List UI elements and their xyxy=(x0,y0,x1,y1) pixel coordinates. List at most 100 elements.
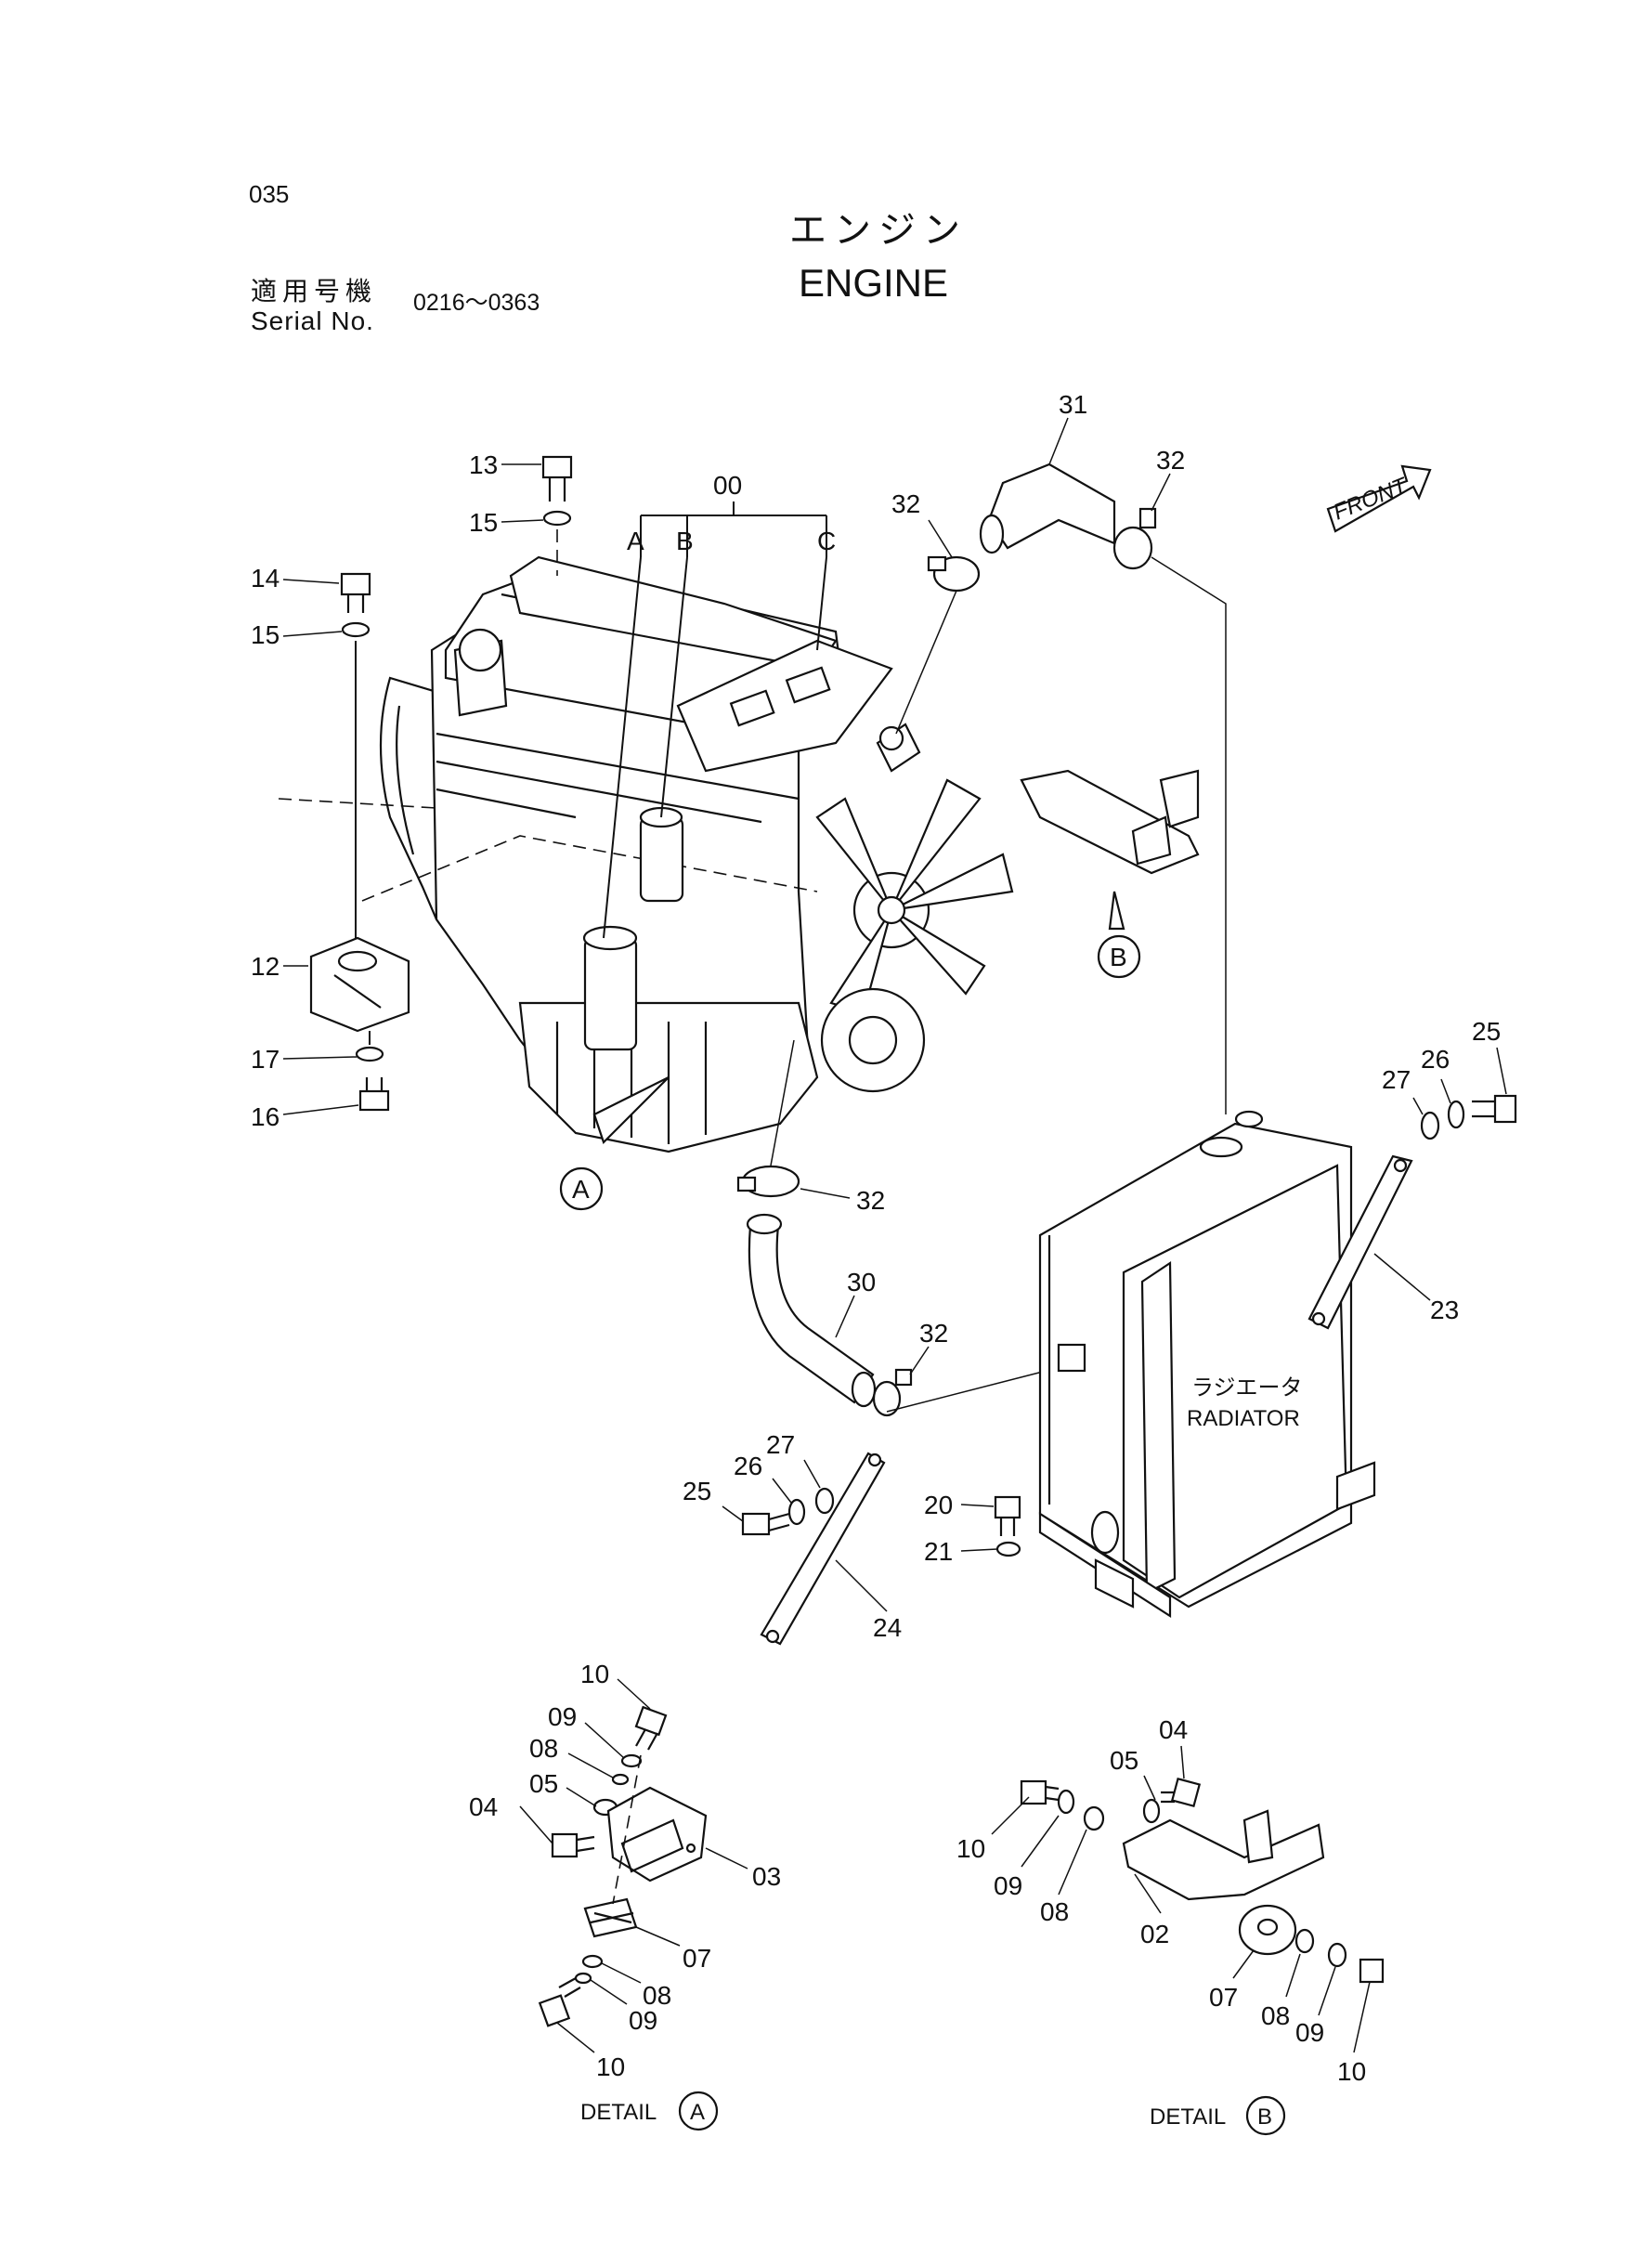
sub-label-b: B xyxy=(676,527,694,555)
callout-21: 21 xyxy=(924,1537,953,1566)
washer-icon xyxy=(995,1541,1021,1557)
front-label: FRONT xyxy=(1330,473,1412,526)
callout-12: 12 xyxy=(251,952,280,981)
sub-label-a: A xyxy=(627,527,644,555)
a-callout-08-top: 08 xyxy=(529,1734,558,1763)
bolt-icon xyxy=(541,455,573,502)
callout-16: 16 xyxy=(251,1102,280,1131)
callout-14: 14 xyxy=(251,564,280,593)
bolt-icon xyxy=(340,572,371,613)
cooling-fan-icon xyxy=(815,778,1014,1014)
radiator-label-japanese: ラジエータ xyxy=(1191,1375,1303,1401)
callout-27-right: 27 xyxy=(1382,1065,1411,1094)
engine-block xyxy=(278,555,1014,1153)
callout-15-left: 15 xyxy=(251,620,280,649)
oil-filter-icon xyxy=(639,806,684,903)
stay-bar-icon xyxy=(760,1452,886,1646)
radiator-icon xyxy=(1038,1110,1376,1619)
b-callout-08-left: 08 xyxy=(1040,1897,1069,1926)
lower-hose-icon xyxy=(746,1213,877,1408)
callout-32-mid: 32 xyxy=(919,1319,948,1348)
detail-b-assembly xyxy=(1020,1777,1385,1984)
callout-17: 17 xyxy=(251,1045,280,1074)
bolt-icon xyxy=(358,1077,390,1112)
engine-support-icon xyxy=(1020,769,1200,875)
a-callout-05: 05 xyxy=(529,1769,558,1798)
detail-a-marker-label: A xyxy=(572,1175,590,1204)
hose-clamp-icon xyxy=(927,555,981,593)
a-callout-10-top: 10 xyxy=(580,1660,609,1688)
detail-b-caption-letter: B xyxy=(1257,2104,1272,2130)
front-arrow-icon: FRONT xyxy=(1326,464,1432,533)
serial-label: Serial No. xyxy=(251,306,374,335)
washer-icon xyxy=(542,510,572,527)
b-callout-10-left: 10 xyxy=(956,1834,985,1863)
callout-25-left: 25 xyxy=(683,1477,711,1505)
washer-icon xyxy=(341,621,371,638)
upper-hose-icon xyxy=(979,463,1116,554)
callout-00: 00 xyxy=(713,471,742,500)
crank-pulley-icon xyxy=(820,987,926,1093)
b-callout-07: 07 xyxy=(1209,1983,1238,2012)
engine-assy-bracket xyxy=(603,502,827,939)
washer-icon xyxy=(787,1498,806,1526)
washer-icon xyxy=(1420,1111,1440,1140)
washer-icon xyxy=(814,1487,835,1515)
callout-24: 24 xyxy=(873,1613,902,1642)
callout-32-lower: 32 xyxy=(856,1186,885,1215)
callout-26-right: 26 xyxy=(1421,1045,1450,1074)
callout-32-hose: 32 xyxy=(891,489,920,518)
detail-a-caption: DETAIL xyxy=(580,2100,657,2125)
washer-icon xyxy=(1447,1100,1465,1129)
hose-clamp-icon xyxy=(872,1368,913,1417)
callout-30: 30 xyxy=(847,1268,876,1296)
callout-15-top: 15 xyxy=(469,508,498,537)
detail-b-marker-label: B xyxy=(1110,943,1127,971)
title-japanese: エンジン xyxy=(789,210,968,251)
a-callout-08-bot: 08 xyxy=(643,1981,671,2010)
bolt-icon xyxy=(994,1495,1021,1536)
callout-26-left: 26 xyxy=(734,1452,762,1480)
callout-27-left: 27 xyxy=(766,1430,795,1459)
detail-b-caption-circle xyxy=(1245,2095,1286,2136)
detail-a-assembly xyxy=(538,1705,708,2027)
stay-bar-icon xyxy=(1307,1154,1413,1330)
b-callout-10-right: 10 xyxy=(1337,2057,1366,2086)
serial-label-japanese: 適用号機 xyxy=(251,277,378,306)
bolt-icon xyxy=(1472,1094,1517,1124)
hose-clamp-icon xyxy=(736,1165,800,1198)
sub-label-c: C xyxy=(817,527,836,555)
detail-b-pointer xyxy=(1108,891,1125,931)
bolt-icon xyxy=(741,1512,790,1536)
b-callout-08-right: 08 xyxy=(1261,2001,1290,2030)
b-callout-05: 05 xyxy=(1110,1746,1138,1775)
callout-32-top: 32 xyxy=(1156,446,1185,475)
b-callout-09-right: 09 xyxy=(1295,2018,1324,2047)
b-callout-04: 04 xyxy=(1159,1715,1188,1744)
a-callout-04: 04 xyxy=(469,1792,498,1821)
b-callout-02: 02 xyxy=(1140,1920,1169,1948)
page-number: 035 xyxy=(249,180,290,208)
callout-25-right: 25 xyxy=(1472,1017,1501,1046)
radiator-label: RADIATOR xyxy=(1187,1406,1300,1431)
hose-clamp-icon xyxy=(1112,507,1157,570)
a-callout-07: 07 xyxy=(683,1944,711,1973)
detail-a-pointer xyxy=(592,1076,670,1145)
a-callout-09-top: 09 xyxy=(548,1702,577,1731)
detail-a-marker xyxy=(559,1166,604,1211)
callout-31: 31 xyxy=(1059,390,1087,419)
detail-b-marker xyxy=(1097,934,1141,979)
detail-a-caption-circle xyxy=(678,2091,719,2131)
fuel-filter-icon xyxy=(582,925,638,1051)
serial-range: 0216～0363 xyxy=(413,290,540,316)
washer-icon xyxy=(355,1046,384,1062)
a-callout-03: 03 xyxy=(752,1862,781,1891)
engine-mount-icon xyxy=(309,936,410,1033)
callout-23: 23 xyxy=(1430,1296,1459,1324)
detail-b-caption: DETAIL xyxy=(1150,2104,1226,2130)
a-callout-09-bot: 09 xyxy=(629,2006,657,2035)
a-callout-10-bot: 10 xyxy=(596,2052,625,2081)
callout-20: 20 xyxy=(924,1491,953,1519)
detail-a-caption-letter: A xyxy=(690,2100,705,2125)
